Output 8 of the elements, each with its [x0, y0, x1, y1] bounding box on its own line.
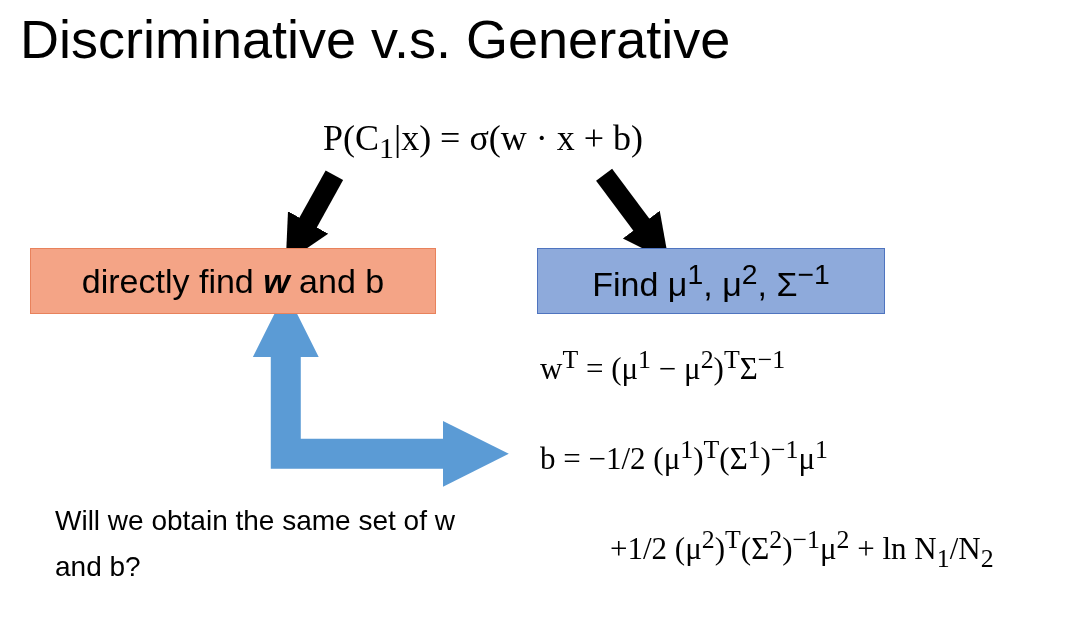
formula: P(C$_{1}$|x) = σ(w · x + b) [322, 116, 644, 166]
question-text: Will we obtain the same set of w and b? [55, 504, 455, 584]
equation: b = −1/2 (μ$^{1}$)$^{T}$(Σ$^{1}$)$^{−1}$μ$^{1}$ [540, 435, 828, 478]
equation: w$^{T}$ = (μ$^{1}$ − μ$^{2}$)$^{T}$Σ$^{−1}$ [540, 345, 786, 388]
equation: +1/2 (μ$^{2}$)$^{T}$(Σ$^{2}$)$^{−1}$μ$^{2}$ + ln N$_{1}$/N$_{2}$ [610, 525, 994, 574]
slide-title: Discriminative v.s. Generative [20, 8, 731, 70]
process-box: directly find w and b [30, 248, 436, 314]
process-box: Find μ$^{1}$, μ$^{2}$, Σ$^{−1}$ [537, 248, 885, 314]
